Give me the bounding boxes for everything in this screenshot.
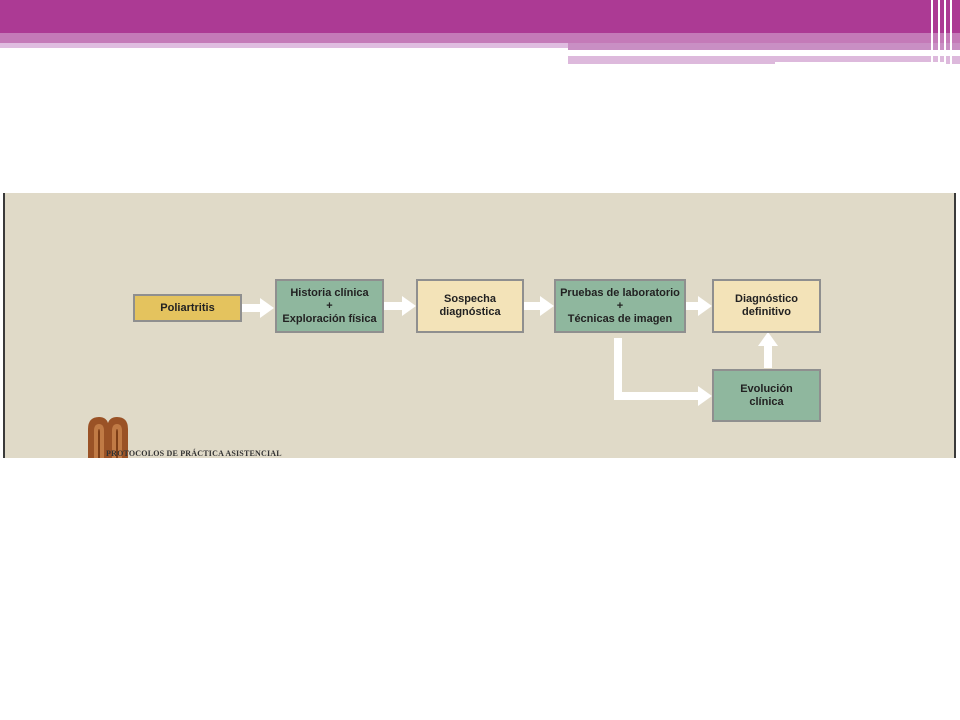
arrow-evolucion-diagnostico [758,332,778,368]
accent-band [0,33,960,43]
accent-divider-short [775,62,945,65]
node-label: Diagnóstico definitivo [735,293,798,318]
node-diagnostico-definitivo: Diagnóstico definitivo [712,279,821,333]
accent-band-light [0,43,568,48]
node-label: Sospecha diagnóstica [439,293,501,318]
arrow-poliartritis-historia [242,298,274,318]
node-pruebas-laboratorio: Pruebas de laboratorio + Técnicas de ima… [554,279,686,333]
node-label: Poliartritis [160,301,215,314]
protocolos-logo-icon [88,417,128,458]
accent-divider [568,52,888,55]
node-label: Evolución clínica [740,382,793,408]
accent-band-right [568,43,960,50]
node-historia-clinica: Historia clínica + Exploración física [275,279,384,333]
arrow-historia-sospecha [384,296,416,316]
node-poliartritis: Poliartritis [133,294,242,322]
accent-vline [944,0,946,64]
node-evolucion-clinica: Evolución clínica [712,369,821,422]
node-sospecha-diagnostica: Sospecha diagnóstica [416,279,524,333]
accent-band-lower [568,56,960,64]
accent-vline [931,0,933,64]
logo-caption: PROTOCOLOS DE PRÁCTICA ASISTENCIAL [106,449,282,458]
node-label: Pruebas de laboratorio + Técnicas de ima… [560,286,680,325]
arrow-pruebas-evolucion [614,338,712,406]
title-bar-accent [0,0,960,33]
arrow-sospecha-pruebas [524,296,554,316]
accent-vline [938,0,940,64]
node-label: Historia clínica + Exploración física [282,286,377,325]
arrow-pruebas-diagnostico [686,296,712,316]
accent-vline [950,0,952,64]
